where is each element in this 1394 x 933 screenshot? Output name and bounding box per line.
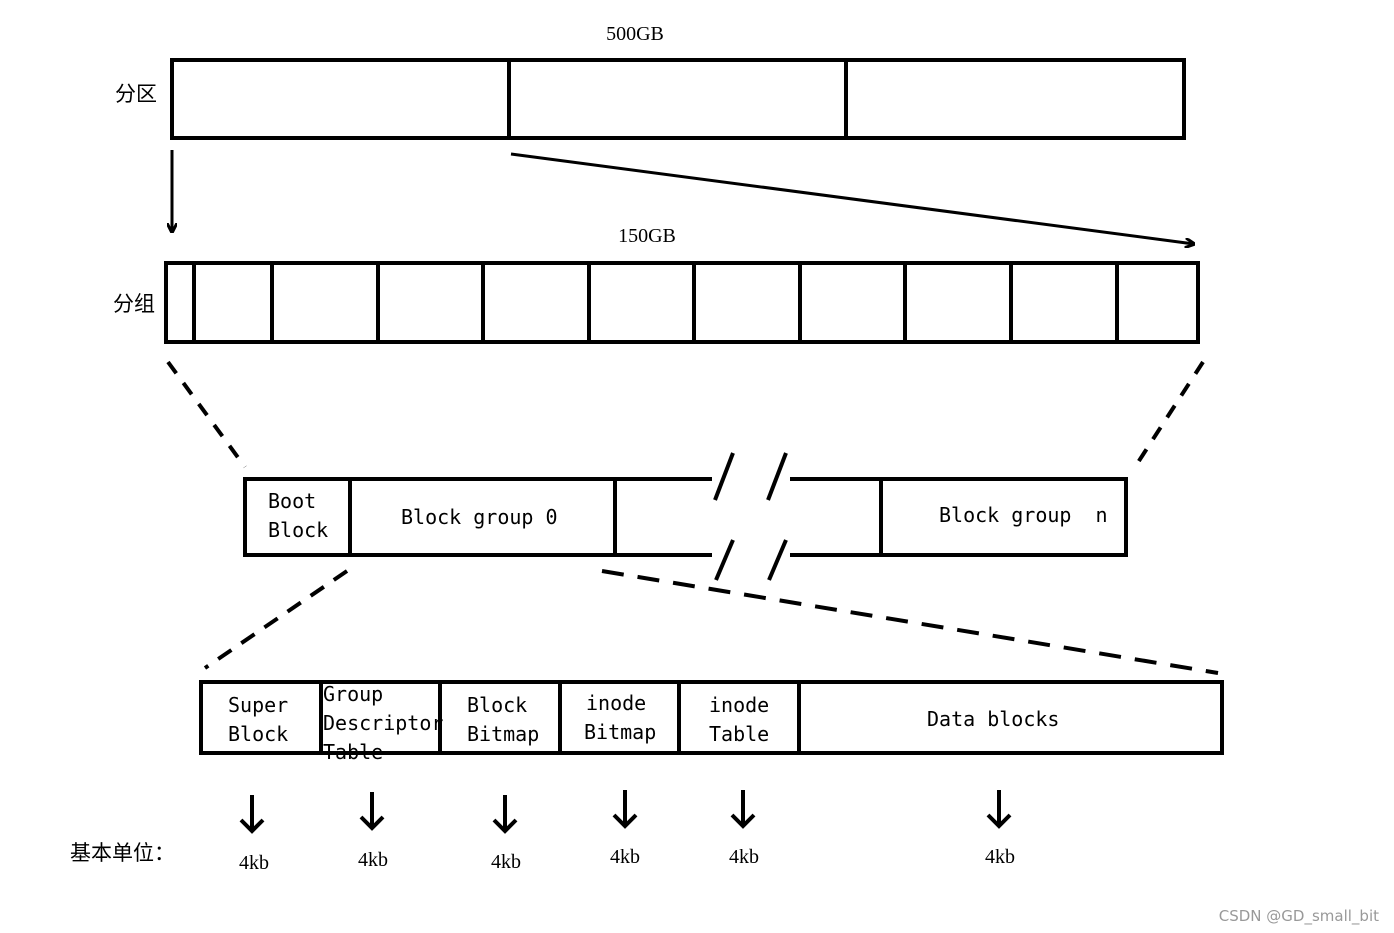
unit-label: 基本单位：	[70, 841, 175, 865]
down-arrow	[730, 790, 756, 829]
break-slash	[713, 452, 735, 501]
group-contents-bar	[199, 680, 1224, 755]
partition-bar	[170, 58, 1186, 140]
inode-table-line2: Table	[709, 722, 769, 746]
unit-value: 4kb	[491, 851, 521, 873]
unit-value: 4kb	[358, 849, 388, 871]
zoom-dashed-line	[166, 360, 247, 469]
super-block-line2: Block	[228, 722, 288, 746]
watermark: CSDN @GD_small_bit	[1219, 907, 1379, 926]
unit-value: 4kb	[239, 852, 269, 874]
unit-value: 4kb	[610, 846, 640, 868]
unit-value: 4kb	[729, 846, 759, 868]
super-block-line1: Super	[228, 693, 288, 717]
down-arrow	[359, 792, 385, 831]
unit-values: 4kb 4kb 4kb 4kb 4kb 4kb	[239, 846, 1015, 874]
group-contents-row: Super Block Group Descriptor Table Block…	[199, 680, 1224, 764]
gdt-line1: Group	[323, 682, 383, 706]
boot-block-label-line1: Boot	[268, 489, 316, 513]
break-slash	[767, 539, 788, 581]
groups-row: 150GB 分组	[113, 225, 1200, 344]
block-bitmap-line1: Block	[467, 693, 527, 717]
zoom-dashed-line	[203, 569, 349, 670]
down-arrow	[612, 790, 638, 829]
break-slash	[714, 539, 735, 581]
break-slash	[766, 452, 788, 501]
gdt-line3: Table	[323, 740, 383, 764]
inode-table-line1: inode	[709, 693, 769, 717]
groups-dividers	[192, 263, 1119, 342]
inode-bitmap-line2: Bitmap	[584, 720, 656, 744]
groups-bar	[164, 261, 1200, 344]
block-groups-bar	[243, 477, 1128, 557]
block-group-n-label: Block group n	[939, 503, 1108, 527]
gdt-line2: Descriptor	[323, 711, 443, 735]
unit-arrows	[239, 790, 1012, 834]
block-bitmap-line2: Bitmap	[467, 722, 539, 746]
zoom-dashed-line	[1133, 360, 1205, 469]
down-arrow	[492, 795, 518, 834]
block-group-0-label: Block group 0	[401, 505, 558, 529]
zoom-dashed-line	[601, 569, 1219, 675]
block-groups-row: Boot Block Block group 0 Block group n	[243, 452, 1128, 581]
unit-value: 4kb	[985, 846, 1015, 868]
break-gap	[712, 475, 790, 559]
groups-size-label: 150GB	[618, 225, 676, 247]
inode-bitmap-line1: inode	[586, 691, 646, 715]
down-arrow	[239, 795, 265, 834]
diagonal-arrow	[510, 152, 1194, 244]
down-arrow	[986, 790, 1012, 829]
partition-label: 分区	[115, 82, 157, 106]
data-blocks-label: Data blocks	[927, 707, 1059, 731]
boot-block-label-line2: Block	[268, 518, 328, 542]
partition-size-label: 500GB	[606, 23, 664, 45]
partition-row: 500GB 分区	[115, 23, 1186, 140]
groups-label: 分组	[113, 292, 155, 316]
